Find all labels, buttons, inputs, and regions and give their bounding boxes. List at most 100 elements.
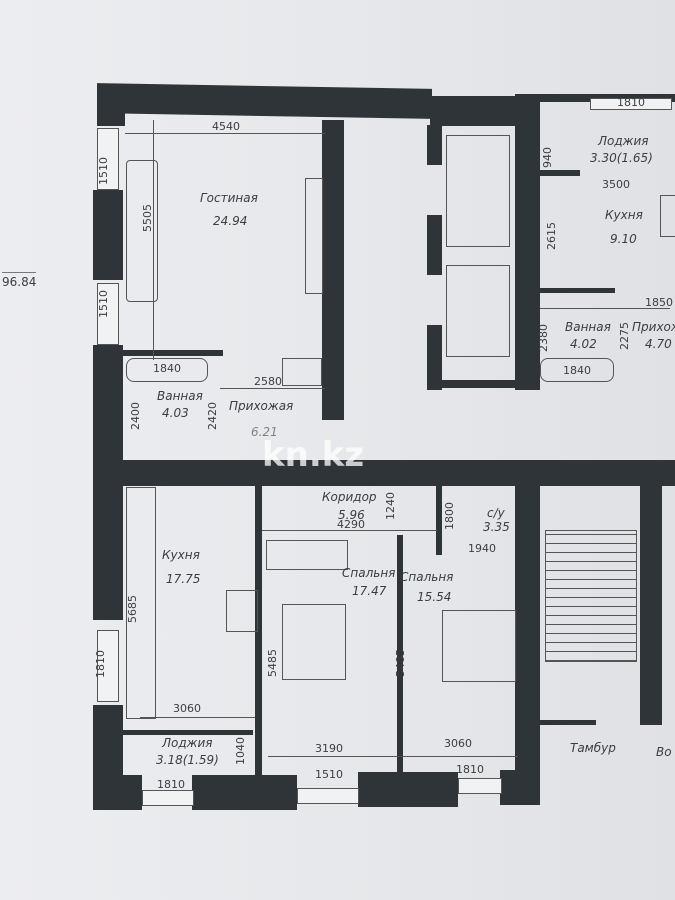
dim: 1810 bbox=[94, 650, 107, 678]
dim: 5485 bbox=[394, 649, 407, 677]
window bbox=[142, 790, 194, 806]
room-name-living: Гостиная bbox=[200, 191, 258, 205]
room-name-bedroom1: Спальня bbox=[342, 566, 396, 580]
wall bbox=[123, 730, 253, 735]
bathtub bbox=[540, 358, 614, 382]
dim: 1510 bbox=[97, 290, 110, 318]
dim: 3060 bbox=[444, 737, 472, 750]
dim: 2275 bbox=[618, 322, 631, 350]
room-name-kitchen-right: Кухня bbox=[605, 208, 643, 222]
dimension-line bbox=[268, 756, 518, 757]
wall bbox=[500, 770, 540, 805]
dim: 1840 bbox=[563, 364, 591, 377]
wall bbox=[536, 720, 596, 725]
room-area-bath-right: 4.02 bbox=[570, 337, 597, 351]
room-name-hall-left: Прихожая bbox=[229, 399, 294, 413]
wall bbox=[97, 775, 142, 810]
wall bbox=[97, 83, 432, 119]
dimension-line bbox=[125, 133, 325, 134]
dim: 1510 bbox=[97, 157, 110, 185]
room-name-hall-right: Прихож bbox=[632, 320, 675, 334]
dim: 940 bbox=[541, 147, 554, 168]
wall bbox=[515, 485, 540, 775]
window bbox=[458, 778, 502, 794]
room-name-loggia-left: Лоджия bbox=[162, 736, 213, 750]
window bbox=[97, 283, 119, 345]
room-name-loggia-right: Лоджия bbox=[598, 134, 649, 148]
dim: 2380 bbox=[537, 324, 550, 352]
dim: 1040 bbox=[234, 737, 247, 765]
kitchen-counter bbox=[126, 487, 156, 719]
window bbox=[97, 630, 119, 702]
room-area-hall-left: 6.21 bbox=[251, 425, 278, 439]
dining-table bbox=[660, 195, 675, 237]
dim: 3190 bbox=[315, 742, 343, 755]
dim: 5505 bbox=[141, 204, 154, 232]
room-name-corridor: Коридор bbox=[322, 490, 377, 504]
elevator bbox=[446, 265, 510, 357]
outside-label: 96.84 bbox=[2, 272, 37, 289]
dim: 2580 bbox=[254, 375, 282, 388]
room-name-wc: с/у bbox=[487, 506, 505, 520]
room-area-kitchen-left: 17.75 bbox=[166, 572, 201, 586]
sofa bbox=[126, 160, 158, 302]
room-area-bedroom1: 17.47 bbox=[352, 584, 387, 598]
dim: 1840 bbox=[153, 362, 181, 375]
wall bbox=[397, 535, 403, 775]
room-area-kitchen-right: 9.10 bbox=[610, 232, 637, 246]
room-name-bath-right: Ванная bbox=[565, 320, 611, 334]
dim: 2420 bbox=[206, 402, 219, 430]
room-name-vestibule: Тамбур bbox=[570, 741, 616, 755]
wall bbox=[540, 170, 580, 176]
dim: 1940 bbox=[468, 542, 496, 555]
wall bbox=[255, 485, 262, 775]
wall bbox=[427, 380, 532, 388]
dim: 2400 bbox=[129, 402, 142, 430]
wall bbox=[430, 96, 520, 126]
wall bbox=[427, 325, 442, 390]
room-area-wc: 3.35 bbox=[483, 520, 510, 534]
wall bbox=[123, 350, 223, 356]
wall bbox=[427, 215, 442, 275]
wall bbox=[640, 485, 662, 725]
dim: 1800 bbox=[443, 502, 456, 530]
wardrobe bbox=[282, 358, 322, 386]
room-name-cut: Во bbox=[656, 745, 672, 759]
wall bbox=[97, 460, 675, 486]
dimension-line bbox=[140, 717, 255, 718]
room-area-corridor: 5.96 bbox=[338, 508, 365, 522]
room-area-hall-right: 4.70 bbox=[645, 337, 672, 351]
wardrobe bbox=[266, 540, 348, 570]
bed bbox=[282, 604, 346, 680]
wall bbox=[97, 86, 125, 126]
room-name-bedroom2: Спальня bbox=[400, 570, 454, 584]
dimension-line bbox=[153, 120, 154, 360]
dim: 1510 bbox=[315, 768, 343, 781]
window bbox=[297, 788, 359, 804]
stairs bbox=[545, 530, 637, 662]
dim: 3500 bbox=[602, 178, 630, 191]
room-area-bath-left: 4.03 bbox=[162, 406, 189, 420]
wall bbox=[192, 775, 297, 810]
window bbox=[590, 98, 672, 110]
dim: 2615 bbox=[545, 222, 558, 250]
room-area-bedroom2: 15.54 bbox=[417, 590, 452, 604]
dim: 1850 bbox=[645, 296, 673, 309]
wall bbox=[93, 190, 123, 280]
dim: 1240 bbox=[384, 492, 397, 520]
dimension-line bbox=[220, 388, 325, 389]
tv-stand bbox=[305, 178, 323, 294]
dim: 1810 bbox=[617, 96, 645, 109]
room-name-kitchen-left: Кухня bbox=[162, 548, 200, 562]
window bbox=[97, 128, 119, 190]
dimension-line bbox=[540, 308, 670, 309]
watermark: kn.kz bbox=[262, 435, 365, 475]
dim: 1810 bbox=[456, 763, 484, 776]
wall bbox=[427, 125, 442, 165]
elevator bbox=[446, 135, 510, 247]
dim: 5485 bbox=[266, 649, 279, 677]
room-area-living: 24.94 bbox=[213, 214, 248, 228]
wall bbox=[358, 772, 458, 807]
wall bbox=[322, 120, 344, 420]
